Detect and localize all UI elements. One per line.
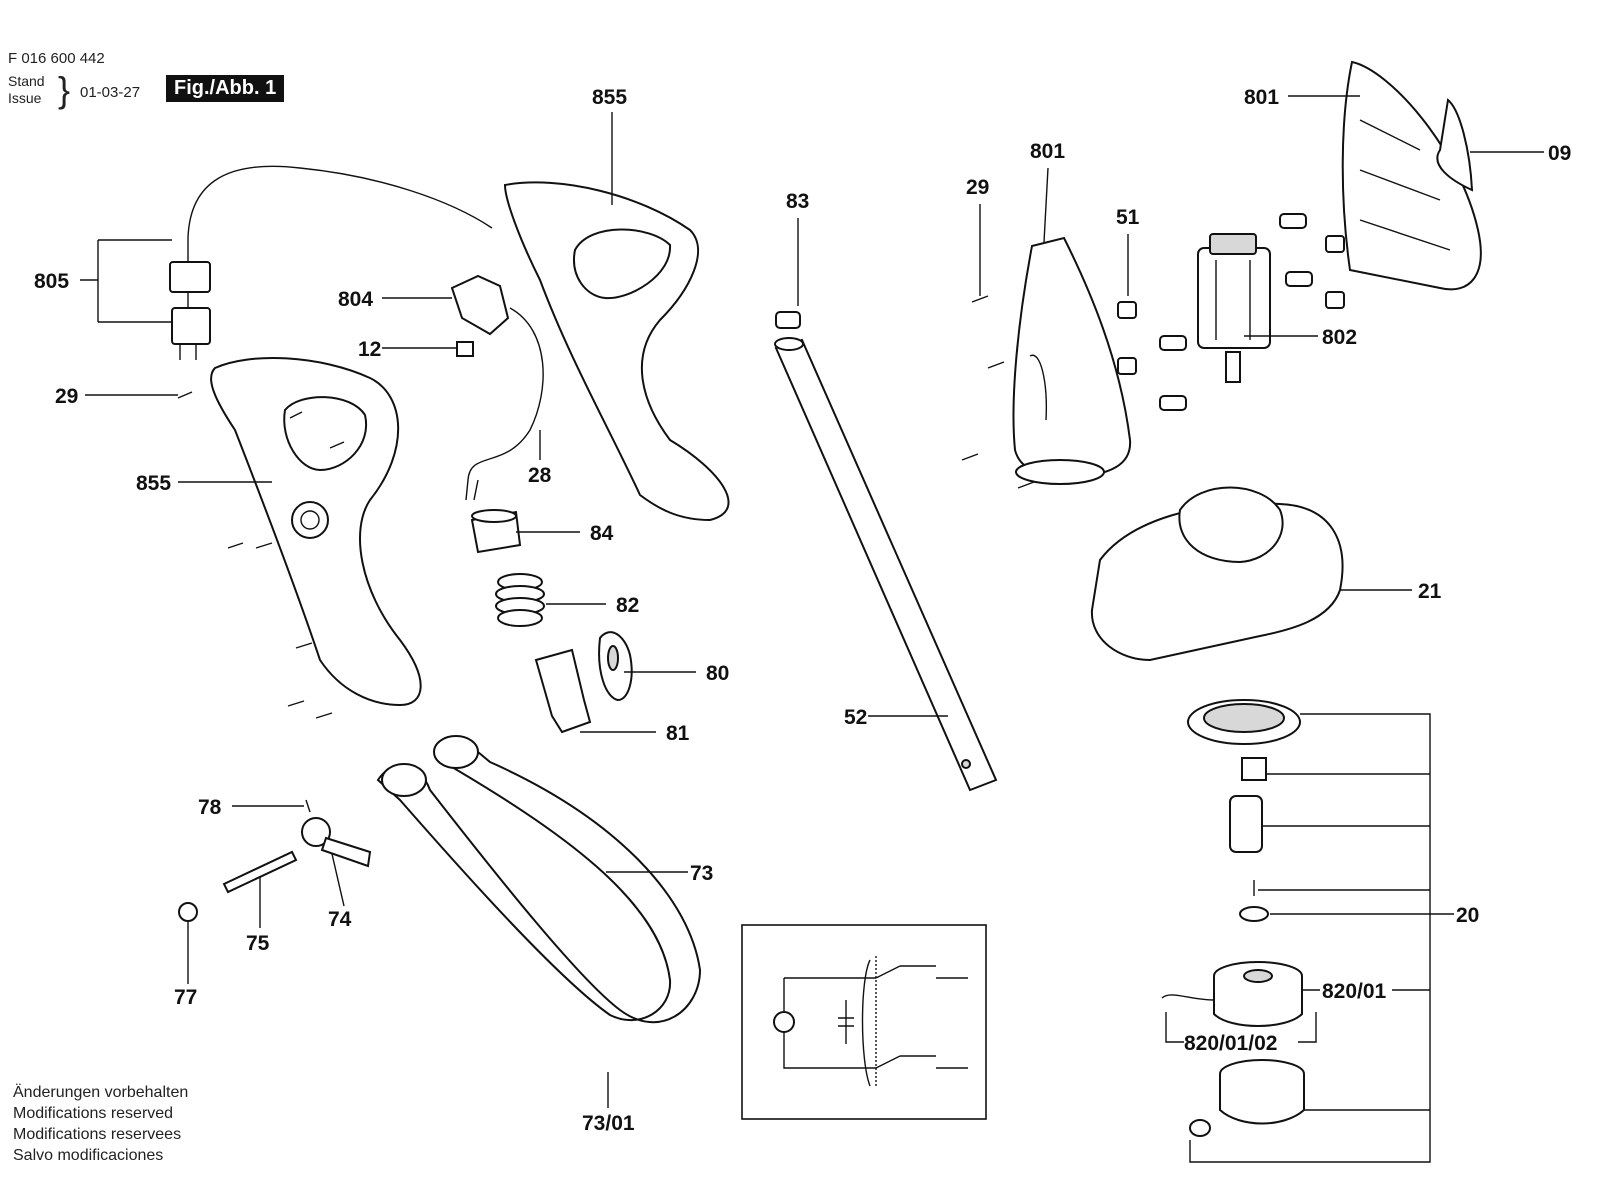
- ring-77: [178, 902, 198, 922]
- cap-83: [775, 311, 801, 329]
- pin-78: [305, 799, 311, 813]
- spring-82: [495, 573, 545, 627]
- callout-74: 74: [328, 908, 352, 931]
- modification-notes: Änderungen vorbehalten Modifications res…: [13, 1082, 188, 1166]
- issue-date: 01-03-27: [80, 84, 141, 101]
- switch-assembly: [450, 274, 544, 501]
- callout-801-rear: 801: [1244, 86, 1279, 109]
- rod-75: [222, 850, 298, 894]
- callout-78: 78: [198, 796, 222, 819]
- callout-77: 77: [174, 986, 197, 1009]
- callout-802: 802: [1322, 326, 1357, 349]
- callout-51: 51: [1116, 206, 1140, 229]
- guard-21: [1090, 486, 1344, 662]
- callout-28: 28: [528, 464, 552, 487]
- callout-80: 80: [706, 662, 729, 685]
- motor-housing-front: [1012, 236, 1132, 485]
- spool-assembly: [1161, 699, 1305, 1137]
- tube-52: [774, 337, 998, 792]
- note-de: Änderungen vorbehalten: [13, 1084, 189, 1101]
- callout-84: 84: [590, 522, 614, 545]
- motor-housing-rear: [1341, 60, 1482, 291]
- callout-801-front: 801: [1030, 140, 1065, 163]
- stand-label: Stand: [8, 73, 45, 89]
- note-es: Salvo modificaciones: [13, 1147, 164, 1164]
- trigger-80: [598, 631, 633, 702]
- brace-glyph: }: [58, 69, 71, 110]
- callout-82: 82: [616, 594, 639, 617]
- handle-half-right: [503, 181, 730, 522]
- handle-half-left: [210, 357, 422, 707]
- stand-issue-label: Stand Issue: [8, 73, 45, 107]
- callout-804: 804: [338, 288, 373, 311]
- callout-20: 20: [1456, 904, 1479, 927]
- switch-carrier-81: [534, 648, 592, 734]
- cover-09: [1436, 98, 1474, 192]
- part-number: F 016 600 442: [8, 50, 105, 67]
- callout-820-01-02: 820/01/02: [1184, 1032, 1277, 1055]
- wiring-schematic: [741, 924, 987, 1120]
- sleeve-84: [470, 509, 522, 554]
- callout-855-right: 855: [592, 86, 627, 109]
- callout-75: 75: [246, 932, 270, 955]
- callout-29-left: 29: [55, 385, 78, 408]
- figure-label: Fig./Abb. 1: [166, 75, 285, 102]
- callout-12: 12: [358, 338, 381, 361]
- power-cord-plug: [169, 165, 493, 360]
- callout-73: 73: [690, 862, 713, 885]
- callout-29-right: 29: [966, 176, 989, 199]
- clamp-74: [301, 817, 372, 868]
- screws-left: [177, 391, 345, 719]
- issue-label: Issue: [8, 90, 42, 106]
- callout-820-01: 820/01: [1322, 980, 1387, 1003]
- screws-housing: [961, 295, 1035, 489]
- note-en: Modifications reserved: [13, 1105, 174, 1122]
- callout-21: 21: [1418, 580, 1442, 603]
- callout-52: 52: [844, 706, 867, 729]
- callout-81: 81: [666, 722, 690, 745]
- callout-83: 83: [786, 190, 809, 213]
- callout-805: 805: [34, 270, 69, 293]
- aux-handle-73: [376, 735, 702, 1024]
- callout-855-left: 855: [136, 472, 171, 495]
- motor-802: [1197, 233, 1271, 383]
- pads-51: [1117, 213, 1345, 411]
- note-fr: Modifications reservees: [13, 1126, 182, 1143]
- callout-73-01: 73/01: [582, 1112, 635, 1135]
- callout-09: 09: [1548, 142, 1571, 165]
